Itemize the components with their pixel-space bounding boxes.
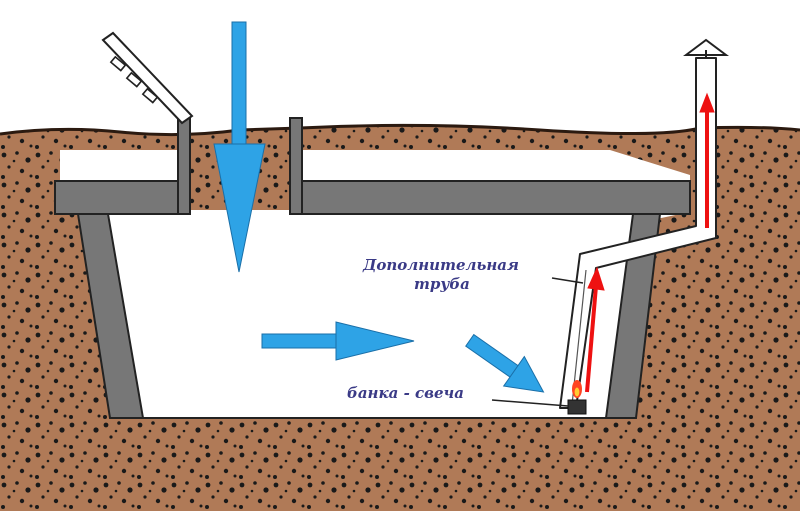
candle-label-leader xyxy=(491,399,569,407)
fresh-air-arrow-down xyxy=(213,21,266,273)
ceiling-slab-right xyxy=(301,180,691,215)
candle-jar xyxy=(567,399,587,415)
warm-air-flow xyxy=(585,92,715,393)
fresh-air-arrow-right xyxy=(261,321,415,361)
label-extra-pipe-line1: Дополнительная xyxy=(362,256,519,274)
candle-flame-icon xyxy=(572,380,582,398)
vent-cap-icon xyxy=(683,38,729,58)
air-to-candle-arrow xyxy=(465,333,545,393)
label-extra-pipe-line2: труба xyxy=(414,275,470,293)
pipe-label-leader xyxy=(551,277,584,284)
hatch-lid-open xyxy=(101,31,194,125)
cellar-interior xyxy=(60,150,690,418)
ceiling-slab-left xyxy=(54,180,189,215)
label-candle-jar: банка - свеча xyxy=(347,384,464,402)
hatch-post-right xyxy=(289,117,303,215)
hatch-post-left xyxy=(177,117,191,215)
